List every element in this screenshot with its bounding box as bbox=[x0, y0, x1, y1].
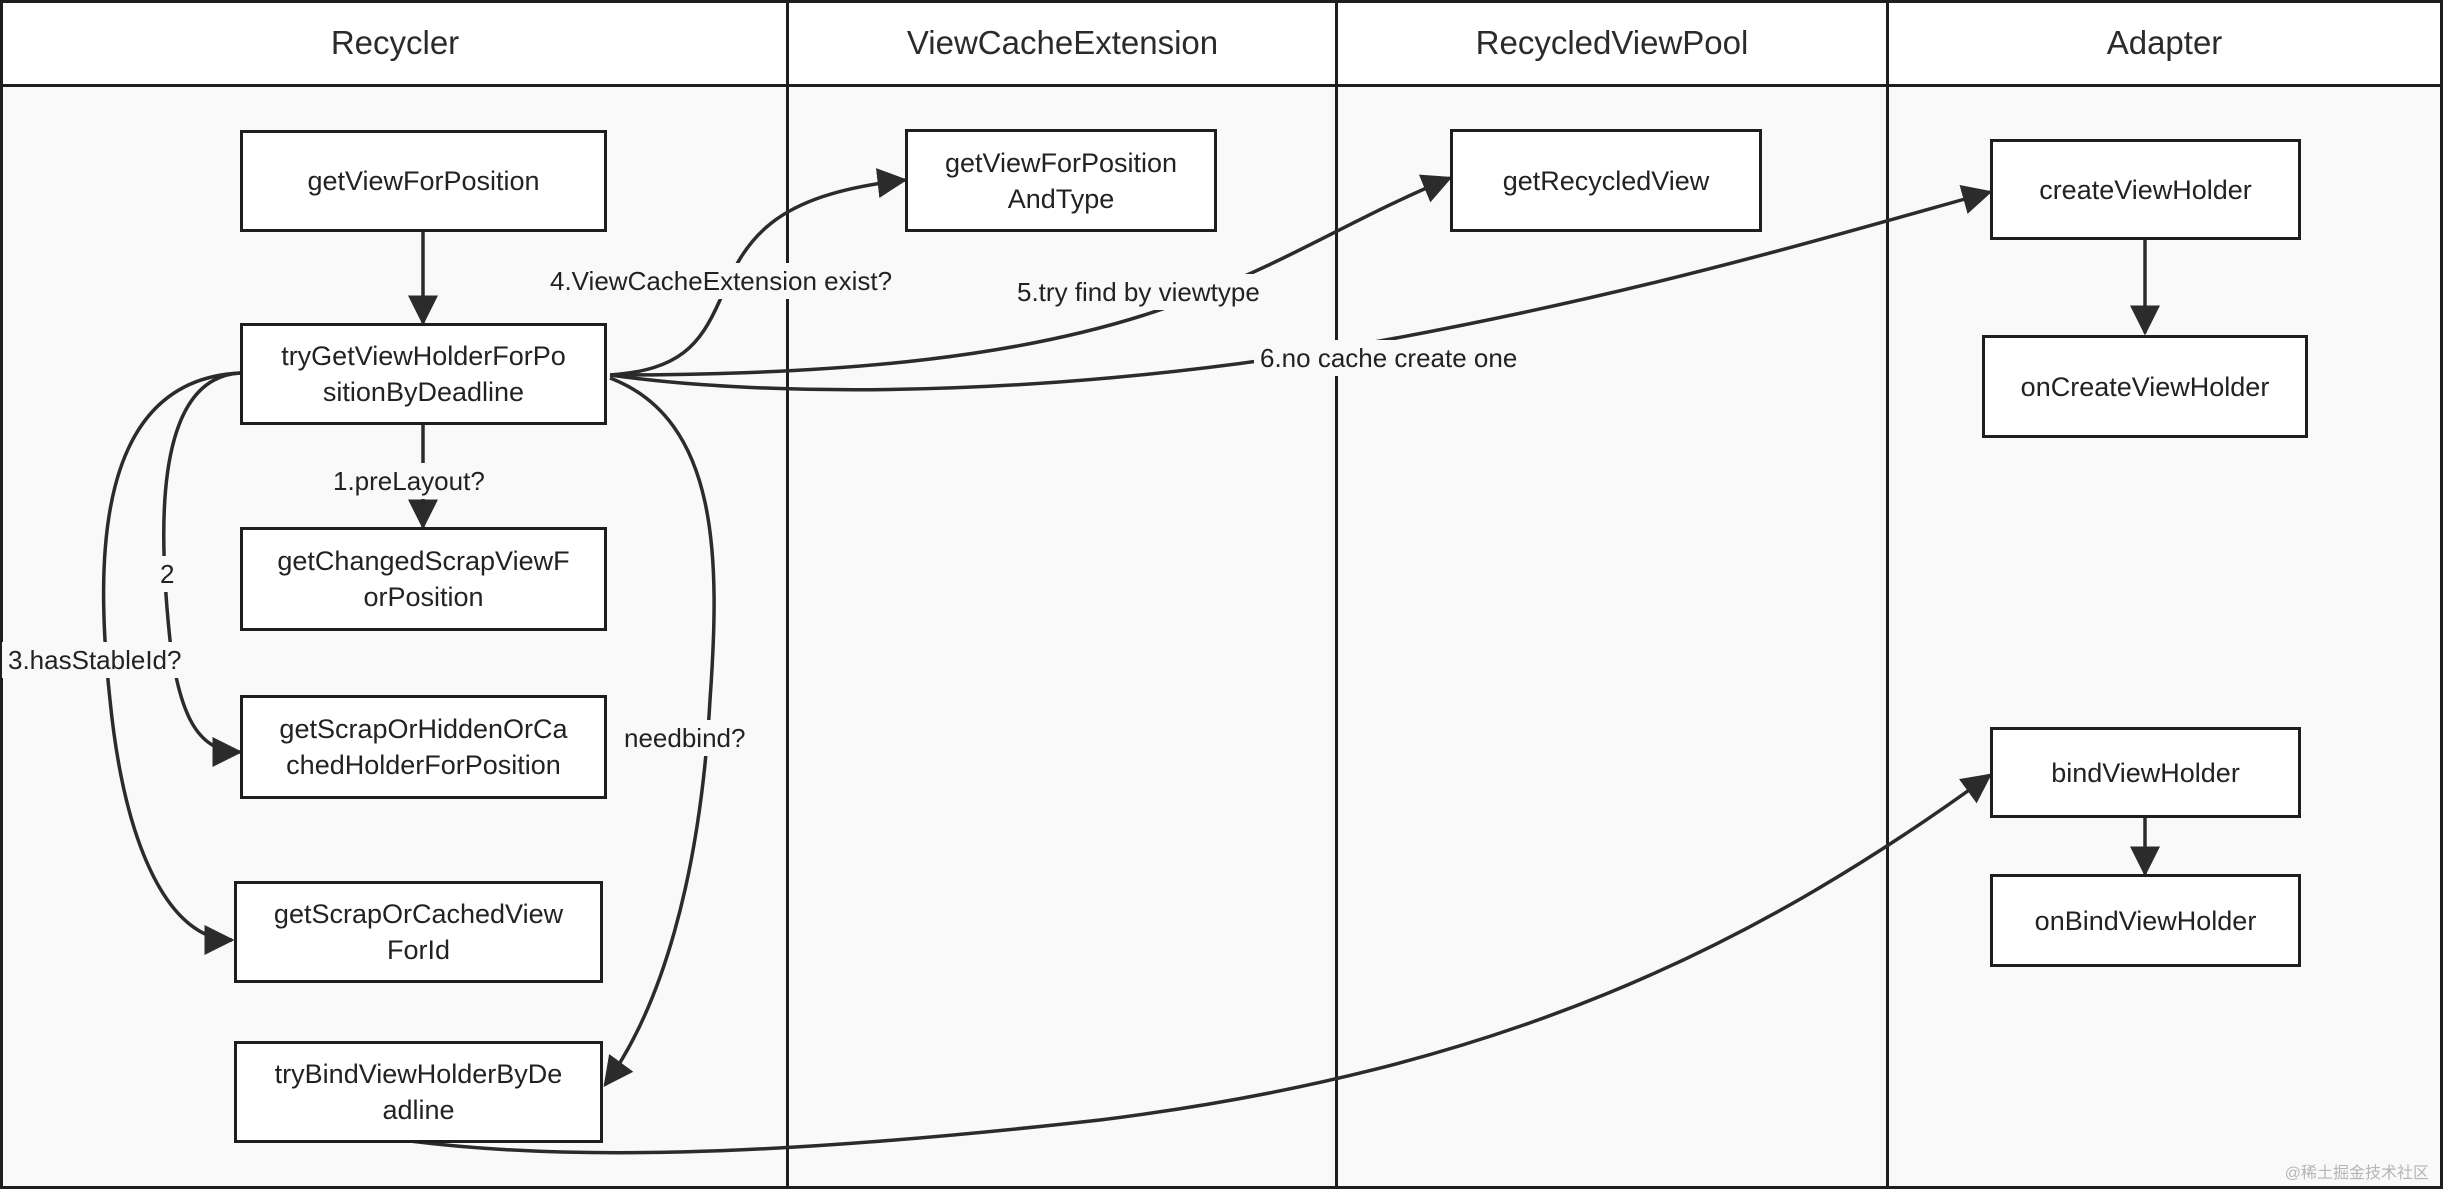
node-get-recycled-view: getRecycledView bbox=[1450, 129, 1762, 232]
edge-tryget-to-scraporhidden bbox=[161, 371, 243, 767]
edge-tryget-to-trybind bbox=[603, 376, 716, 1088]
edge-tryget-to-recycledview bbox=[609, 174, 1453, 377]
lane-divider-1 bbox=[786, 0, 789, 1189]
node-on-bind-view-holder: onBindViewHolder bbox=[1990, 874, 2301, 967]
node-get-view-for-position: getViewForPosition bbox=[240, 130, 607, 232]
label-viewcacheextension-exist: 4.ViewCacheExtension exist? bbox=[544, 263, 899, 299]
node-get-scrap-or-hidden-or-cached-holder-for-position: getScrapOrHiddenOrCa chedHolderForPositi… bbox=[240, 695, 607, 799]
node-get-view-for-position-and-type: getViewForPosition AndType bbox=[905, 129, 1217, 232]
label-hasstableid: 3.hasStableId? bbox=[2, 642, 188, 678]
node-on-create-view-holder: onCreateViewHolder bbox=[1982, 335, 2308, 438]
edge-trybind-to-bindviewholder bbox=[409, 773, 1993, 1155]
lane-header-viewcacheextension: ViewCacheExtension bbox=[790, 0, 1335, 86]
lane-header-recycler: Recycler bbox=[3, 0, 787, 86]
node-create-view-holder: createViewHolder bbox=[1990, 139, 2301, 240]
node-bind-view-holder: bindViewHolder bbox=[1990, 727, 2301, 818]
label-try-find-by-viewtype: 5.try find by viewtype bbox=[1011, 274, 1266, 310]
lane-divider-2 bbox=[1335, 0, 1338, 1189]
label-needbind: needbind? bbox=[618, 720, 752, 756]
node-try-get-view-holder-for-position-by-deadline: tryGetViewHolderForPo sitionByDeadline bbox=[240, 323, 607, 425]
lane-header-recycledviewpool: RecycledViewPool bbox=[1338, 0, 1886, 86]
edge-tryget-to-scraporcachedforid bbox=[101, 371, 241, 955]
lane-recycledviewpool-bg bbox=[1338, 86, 1886, 1187]
node-get-changed-scrap-view-for-position: getChangedScrapViewF orPosition bbox=[240, 527, 607, 631]
header-divider bbox=[0, 84, 2443, 87]
lane-divider-3 bbox=[1886, 0, 1889, 1189]
label-prelayout: 1.preLayout? bbox=[327, 463, 491, 499]
node-try-bind-view-holder-by-deadline: tryBindViewHolderByDe adline bbox=[234, 1041, 603, 1143]
label-no-cache-create-one: 6.no cache create one bbox=[1254, 340, 1524, 376]
label-two: 2 bbox=[154, 556, 181, 592]
lane-header-adapter: Adapter bbox=[1889, 0, 2440, 86]
node-get-scrap-or-cached-view-for-id: getScrapOrCachedView ForId bbox=[234, 881, 603, 983]
lane-adapter-bg bbox=[1889, 86, 2440, 1187]
watermark: @稀土掘金技术社区 bbox=[2284, 1165, 2429, 1182]
